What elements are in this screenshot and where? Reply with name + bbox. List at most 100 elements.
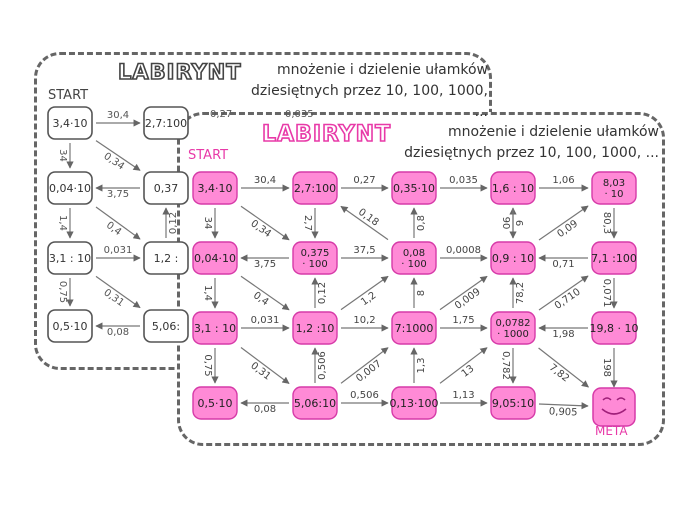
front-edge-label: 0,34 (248, 218, 273, 240)
front-edge-label: 7,82 (547, 362, 571, 384)
front-box-label: · 100 (302, 259, 327, 270)
back-edge-label: 0,34 (101, 151, 126, 173)
back-subtitle-line-2: dziesiętnych przez 10, 100, 1000, ... (250, 83, 488, 120)
front-edge-label: 0,782 (500, 351, 511, 380)
front-edge-label: 0,75 (202, 354, 213, 376)
front-box (391, 311, 437, 345)
front-box-label: 0,5·10 (198, 397, 233, 410)
back-edge-label: 0,4 (104, 220, 123, 238)
front-arrow (538, 347, 589, 388)
front-edge-label: 0,08 (254, 404, 276, 415)
front-arrow (240, 205, 290, 241)
front-box (391, 386, 437, 420)
front-box-label: 0,04·10 (194, 252, 236, 265)
back-arrow (95, 275, 141, 309)
front-edge-label: 0,12 (317, 282, 328, 304)
back-box (143, 171, 189, 205)
front-box-label: 3,4·10 (198, 182, 233, 195)
front-box (490, 386, 536, 420)
front-arrow (240, 347, 290, 384)
back-edge-label: 0,12 (168, 212, 179, 234)
back-box-label: 1,2 : (154, 252, 179, 265)
front-edge-label: 37,5 (353, 245, 375, 256)
front-box (490, 171, 536, 205)
front-box (591, 241, 637, 275)
front-edge-label: 0,27 (353, 175, 375, 186)
front-arrow (538, 402, 589, 410)
front-edge-label: 0,035 (449, 175, 478, 186)
front-edge-label: 9 (515, 220, 526, 226)
front-box-label: 2,7:100 (294, 182, 336, 195)
front-box (391, 171, 437, 205)
front-box-label: · 10 (604, 189, 623, 200)
front-edge-label: 8 (416, 290, 427, 296)
front-box-label: 0,375 (301, 248, 330, 259)
back-edge-label: 0,08 (107, 327, 129, 338)
front-edge-label: 3,75 (254, 259, 276, 270)
back-box-label: 3,4·10 (53, 117, 88, 130)
front-edge-label: 0,4 (251, 290, 270, 308)
front-box (391, 241, 437, 275)
front-edge-label: 0,8 (416, 215, 427, 231)
front-box (192, 241, 238, 275)
front-box-label: 8,03 (603, 178, 625, 189)
front-box (292, 311, 338, 345)
front-meta-label: META (595, 424, 628, 438)
front-box (591, 171, 637, 205)
front-box (192, 311, 238, 345)
front-edge-label: 198 (601, 358, 612, 377)
front-box (192, 386, 238, 420)
front-box-label: 1,2 :10 (296, 322, 335, 335)
back-arrow (95, 206, 141, 240)
front-title: LABIRYNT (261, 121, 392, 148)
front-arrow (340, 205, 389, 241)
front-box-label: 9,05:10 (492, 397, 534, 410)
front-edge-label: 1,4 (202, 285, 213, 301)
back-edge-label: 3,75 (107, 189, 129, 200)
back-box (143, 106, 189, 140)
back-box (143, 309, 189, 343)
back-edge-label: 0,75 (57, 281, 68, 303)
front-edge-label: 0,31 (248, 360, 272, 382)
front-edge-label: 1,13 (452, 390, 474, 401)
front-edge-label: 78,2 (515, 282, 526, 304)
back-box-label: 0,04·10 (49, 182, 91, 195)
back-edge-label: 1,4 (57, 215, 68, 231)
front-edge-label: 80,3 (601, 212, 612, 234)
front-subtitle-line-1: mnożenie i dzielenie ułamków (448, 124, 659, 140)
front-box (490, 311, 536, 345)
front-box-label: 0,13·100 (390, 397, 439, 410)
front-edge-label: 0,071 (601, 279, 612, 308)
back-edge-label: 30,4 (107, 110, 129, 121)
back-box-label: 0,5·10 (53, 320, 88, 333)
front-arrow (340, 275, 389, 311)
back-title: LABIRYNT (117, 59, 242, 85)
back-box (47, 171, 93, 205)
back-start-label: START (48, 88, 89, 103)
front-edge-label: 13 (460, 363, 477, 379)
front-edge-label: 0,0008 (446, 245, 481, 256)
front-box-label: 1,6 : 10 (492, 182, 534, 195)
front-arrow (240, 275, 290, 311)
front-box-label: 7,1 :100 (591, 252, 637, 265)
front-subtitle: mnożenie i dzielenie ułamków dziesiętnyc… (395, 122, 659, 164)
back-box (47, 106, 93, 140)
front-edge-label: 0,71 (552, 259, 574, 270)
front-box-label: · 1000 (497, 329, 529, 340)
back-partial-label: 0,27 (210, 109, 232, 120)
front-edge-label: 2,7 (302, 215, 313, 231)
back-box (47, 241, 93, 275)
back-edge-label: 34 (57, 149, 68, 162)
front-box-label: 7:1000 (395, 322, 434, 335)
front-edge-label: 1,75 (452, 315, 474, 326)
back-box-label: 2,7:100 (145, 117, 187, 130)
smiley-icon (592, 387, 636, 427)
front-box-label: 5,06:10 (294, 397, 336, 410)
front-box-label: 3,1 : 10 (194, 322, 236, 335)
back-box-label: 3,1 : 10 (49, 252, 91, 265)
front-subtitle-line-2: dziesiętnych przez 10, 100, 1000, ... (404, 145, 659, 161)
front-box (591, 311, 637, 345)
front-edge-label: 34 (202, 217, 213, 230)
front-arrow (340, 347, 389, 384)
